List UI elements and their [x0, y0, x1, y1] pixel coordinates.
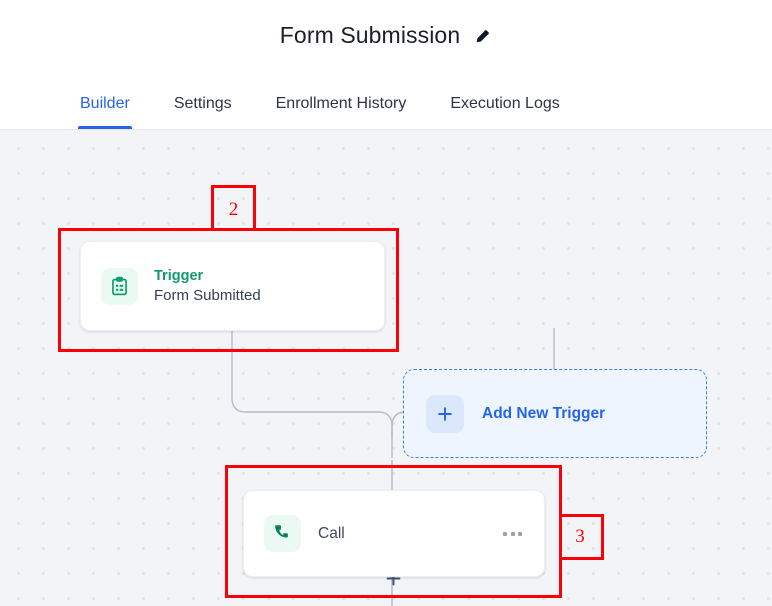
tab-bar: Builder Settings Enrollment History Exec… — [0, 71, 772, 130]
phone-call-icon — [264, 515, 301, 552]
page-title: Form Submission — [279, 22, 461, 48]
tab-list: Builder Settings Enrollment History Exec… — [78, 71, 560, 129]
trigger-node-card[interactable]: Trigger Form Submitted — [80, 241, 385, 331]
tab-execution-logs[interactable]: Execution Logs — [450, 95, 560, 112]
ellipsis-horizontal-icon[interactable] — [501, 526, 524, 542]
tab-enrollment-history[interactable]: Enrollment History — [275, 95, 407, 112]
dot — [510, 531, 515, 536]
trigger-node-kind: Trigger — [154, 268, 204, 285]
add-new-trigger-button[interactable]: Add New Trigger — [403, 369, 707, 458]
tab-builder[interactable]: Builder — [78, 95, 132, 129]
call-node-label: Call — [318, 524, 345, 542]
add-new-trigger-label: Add New Trigger — [482, 404, 606, 422]
workflow-canvas[interactable]: Trigger Form Submitted Add New Trigger — [0, 130, 772, 606]
call-node-card[interactable]: Call — [243, 490, 545, 577]
trigger-node-label: Form Submitted — [154, 286, 261, 304]
title-wrap: Form Submission — [280, 22, 492, 49]
plus-icon — [426, 394, 464, 433]
clipboard-list-icon — [101, 267, 138, 305]
pencil-edit-icon[interactable] — [474, 27, 492, 45]
trigger-node-text: Trigger Form Submitted — [154, 267, 261, 305]
dot — [503, 531, 507, 536]
dot — [518, 531, 522, 536]
tab-settings[interactable]: Settings — [173, 95, 232, 112]
page-header: Form Submission — [0, 0, 772, 71]
